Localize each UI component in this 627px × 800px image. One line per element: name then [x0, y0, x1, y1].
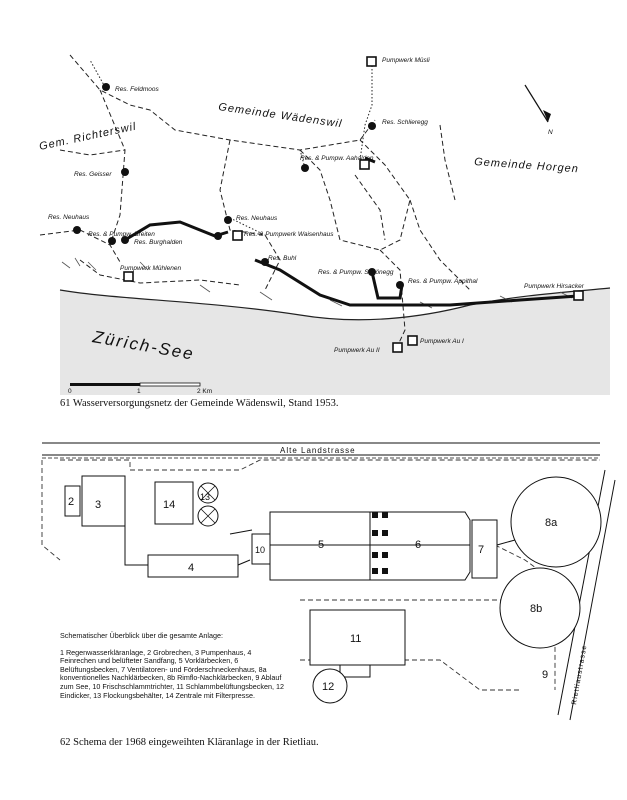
svg-text:14: 14	[163, 499, 175, 511]
flocculation-tank-13a	[197, 482, 219, 504]
pumping-stations	[123, 56, 584, 353]
label-muehlenen: Pumpwerk Mühlenen	[120, 265, 181, 272]
reservoir-marker	[396, 281, 404, 289]
svg-text:7: 7	[478, 544, 484, 556]
label-neuhaus-west: Res. Neuhaus	[48, 214, 90, 221]
plant-legend: Schematischer Überblick über die gesamte…	[60, 631, 288, 700]
svg-text:2 Km: 2 Km	[197, 388, 212, 395]
reservoir-dots	[73, 83, 404, 289]
svg-text:0: 0	[68, 388, 72, 395]
reservoir-marker	[121, 236, 129, 244]
clarifier-8b	[499, 567, 581, 649]
label-muesli: Pumpwerk Müsli	[382, 57, 430, 64]
label-aahalden: Res. & Pumpw. Aahalden	[300, 155, 374, 162]
reservoir-marker	[108, 237, 116, 245]
svg-text:11: 11	[350, 633, 361, 645]
pump-square	[366, 56, 377, 67]
building-2	[64, 485, 81, 517]
svg-text:1: 1	[137, 388, 141, 395]
reservoir-marker	[73, 226, 81, 234]
reservoir-marker	[368, 268, 376, 276]
basin-dividers	[372, 512, 388, 574]
svg-text:2: 2	[68, 496, 74, 508]
building-10	[251, 533, 271, 565]
scale-bar: 0 1 2 Km	[68, 382, 212, 395]
figure-62-caption: 62 Schema der 1968 eingeweihten Kläranla…	[60, 737, 319, 748]
lake-area	[59, 287, 611, 395]
label-alte-landstrasse: Alte Landstrasse	[280, 446, 356, 455]
building-14	[154, 481, 194, 525]
reservoir-marker	[214, 232, 222, 240]
label-neuhaus-east: Res. Neuhaus	[236, 215, 278, 222]
svg-text:4: 4	[188, 562, 194, 574]
svg-text:3: 3	[95, 499, 101, 511]
building-5-6	[269, 511, 471, 581]
label-burghalden: Res. Burghalden	[134, 239, 183, 246]
svg-text:9: 9	[542, 669, 548, 681]
flocculation-tank-13b	[197, 505, 219, 527]
label-rietliaustrasse: Rietliaustrasse	[571, 644, 588, 705]
pump-square	[232, 230, 243, 241]
road-alte-landstrasse: Alte Landstrasse	[42, 442, 600, 459]
svg-text:13: 13	[200, 492, 210, 502]
thickener-12	[312, 668, 348, 704]
svg-text:8a: 8a	[545, 517, 558, 529]
label-appithal: Res. & Pumpw. Appithal	[408, 278, 478, 285]
reservoir-marker	[121, 168, 129, 176]
label-richterswil: Gem. Richterswil	[38, 121, 137, 153]
svg-text:5: 5	[318, 539, 324, 551]
reservoir-marker	[368, 122, 376, 130]
label-hirsacker: Pumpwerk Hirsacker	[524, 283, 585, 290]
plant-pipes	[124, 520, 516, 566]
reservoir-marker	[102, 83, 110, 91]
label-waedenswil: Gemeinde Wädenswil	[218, 101, 343, 130]
building-3	[81, 475, 126, 527]
label-breiten: Res. & Pumpw. Breiten	[88, 231, 155, 238]
pump-square	[407, 335, 418, 346]
building-7	[471, 519, 498, 579]
reservoir-marker	[301, 164, 309, 172]
label-waisenhaus: Res. & Pumpwerk Waisenhaus	[244, 231, 334, 238]
north-label: N	[548, 129, 553, 136]
pump-square	[359, 159, 370, 170]
tank-13-cross	[200, 485, 216, 524]
label-geisser: Res. Geisser	[74, 171, 112, 178]
road-rietliaustrasse: Rietliaustrasse	[557, 469, 616, 721]
label-horgen: Gemeinde Horgen	[474, 156, 579, 175]
label-schlieregg: Res. Schlieregg	[382, 119, 428, 126]
pump-square	[123, 271, 134, 282]
legend-text: 1 Regenwasserkläranlage, 2 Grobrechen, 3…	[60, 647, 284, 700]
pump-square	[392, 342, 403, 353]
label-schoenegg: Res. & Pumpw. Schönegg	[318, 269, 394, 276]
building-11	[309, 609, 406, 666]
svg-text:6: 6	[415, 539, 421, 551]
svg-text:8b: 8b	[530, 603, 542, 615]
water-network-map: N Res. Feldmoos Res. Geisser Res. Neuhau…	[38, 54, 611, 395]
label-feldmoos: Res. Feldmoos	[115, 86, 159, 93]
building-4	[147, 554, 239, 578]
legend-title: Schematischer Überblick über die gesamte…	[60, 631, 224, 640]
minor-pipelines	[89, 59, 373, 236]
label-buhl: Res. Buhl	[268, 255, 297, 262]
reservoir-marker	[224, 216, 232, 224]
north-arrow-icon: N	[524, 84, 553, 136]
svg-text:10: 10	[255, 545, 265, 555]
building-12-connector	[339, 664, 371, 678]
reservoir-marker	[261, 258, 269, 266]
clarifier-8a	[510, 476, 602, 568]
svg-text:12: 12	[322, 681, 334, 693]
figure-61-caption: 61 Wasserversorgungsnetz der Gemeinde Wä…	[60, 398, 339, 409]
pump-square	[573, 290, 584, 301]
label-au-2: Pumpwerk Au II	[334, 347, 380, 354]
main-pipelines	[124, 156, 579, 307]
label-au-1: Pumpwerk Au I	[420, 338, 464, 345]
municipal-boundaries	[39, 54, 471, 346]
